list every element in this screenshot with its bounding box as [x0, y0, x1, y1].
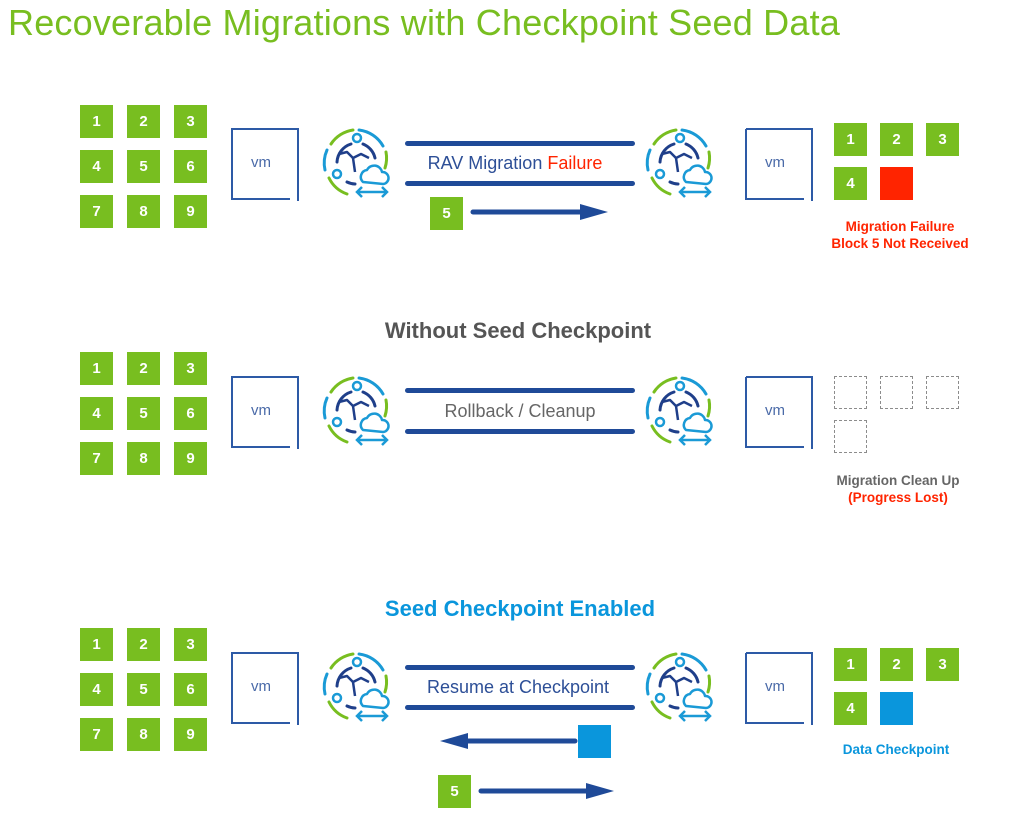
source-block: 2 — [127, 352, 160, 385]
source-block: 8 — [127, 442, 160, 475]
arrow-right-icon — [478, 783, 614, 799]
cloud-migration-icon — [317, 372, 393, 448]
source-block: 1 — [80, 628, 113, 661]
channel-bottom-line — [405, 429, 635, 434]
destination-block-empty — [880, 376, 913, 409]
vm-frame-icon — [231, 128, 299, 201]
vm-frame-icon — [745, 128, 813, 201]
vm-label: vm — [765, 153, 785, 171]
cloud-migration-icon — [317, 648, 393, 724]
vm-label: vm — [251, 153, 271, 171]
cloud-migration-icon — [640, 648, 716, 724]
vm-label: vm — [251, 677, 271, 695]
arrow-right-icon — [470, 204, 608, 220]
source-block: 6 — [174, 150, 207, 183]
arrow-left-icon — [440, 733, 578, 749]
diagram-title: Recoverable Migrations with Checkpoint S… — [8, 2, 841, 43]
destination-vm: vm — [744, 375, 813, 449]
source-block: 1 — [80, 105, 113, 138]
source-block: 1 — [80, 352, 113, 385]
cloud-migration-icon — [640, 124, 716, 200]
cleanup-note: Migration Clean Up (Progress Lost) — [836, 473, 960, 505]
cloud-migration-icon — [317, 124, 393, 200]
channel-label: Resume at Checkpoint — [426, 677, 610, 697]
channel-top-line — [405, 388, 635, 393]
source-block: 8 — [127, 718, 160, 751]
section-title-checkpoint-enabled: Seed Checkpoint Enabled — [384, 596, 656, 621]
source-block: 6 — [174, 397, 207, 430]
destination-block-received: 4 — [834, 167, 867, 200]
section-title-without-checkpoint: Without Seed Checkpoint — [384, 318, 652, 343]
channel-label: Rollback / Cleanup — [444, 401, 596, 421]
vm-label: vm — [765, 401, 785, 419]
checkpoint-block — [578, 725, 611, 758]
source-vm: vm — [230, 127, 299, 201]
source-block: 9 — [174, 195, 207, 228]
source-block: 5 — [127, 397, 160, 430]
cloud-migration-icon — [640, 372, 716, 448]
destination-block-received: 3 — [926, 648, 959, 681]
channel-bottom-line — [405, 181, 635, 186]
source-vm: vm — [230, 375, 299, 449]
channel-top-line — [405, 141, 635, 146]
destination-block-received: 1 — [834, 123, 867, 156]
destination-block-received: 1 — [834, 648, 867, 681]
destination-block-empty — [926, 376, 959, 409]
destination-block-empty — [834, 420, 867, 453]
source-block: 7 — [80, 195, 113, 228]
failure-label: Failure — [547, 153, 603, 173]
source-block: 9 — [174, 718, 207, 751]
destination-block-failed — [880, 167, 913, 200]
source-block: 3 — [174, 628, 207, 661]
source-block: 7 — [80, 442, 113, 475]
source-block: 7 — [80, 718, 113, 751]
source-block: 5 — [127, 673, 160, 706]
channel-top-line — [405, 665, 635, 670]
destination-vm: vm — [744, 127, 813, 201]
destination-vm: vm — [744, 651, 813, 725]
source-block: 4 — [80, 673, 113, 706]
source-vm: vm — [230, 651, 299, 725]
destination-block-received: 2 — [880, 123, 913, 156]
source-block: 6 — [174, 673, 207, 706]
destination-block-received: 2 — [880, 648, 913, 681]
source-block: 9 — [174, 442, 207, 475]
channel-bottom-line — [405, 705, 635, 710]
source-block: 4 — [80, 150, 113, 183]
checkpoint-note: Data Checkpoint — [842, 742, 950, 757]
destination-block-empty — [834, 376, 867, 409]
vm-frame-icon — [745, 652, 813, 725]
failure-note: Migration Failure Block 5 Not Received — [831, 219, 969, 251]
destination-block-checkpoint — [880, 692, 913, 725]
channel-label: RAV Migration Failure — [427, 153, 603, 173]
vm-label: vm — [765, 677, 785, 695]
source-block: 3 — [174, 105, 207, 138]
in-transit-block: 5 — [430, 197, 463, 230]
destination-block-received: 4 — [834, 692, 867, 725]
vm-frame-icon — [745, 376, 813, 449]
destination-block-received: 3 — [926, 123, 959, 156]
vm-frame-icon — [231, 652, 299, 725]
source-block: 5 — [127, 150, 160, 183]
in-transit-block: 5 — [438, 775, 471, 808]
source-block: 3 — [174, 352, 207, 385]
source-block: 2 — [127, 105, 160, 138]
source-block: 4 — [80, 397, 113, 430]
source-block: 2 — [127, 628, 160, 661]
vm-frame-icon — [231, 376, 299, 449]
vm-label: vm — [251, 401, 271, 419]
source-block: 8 — [127, 195, 160, 228]
